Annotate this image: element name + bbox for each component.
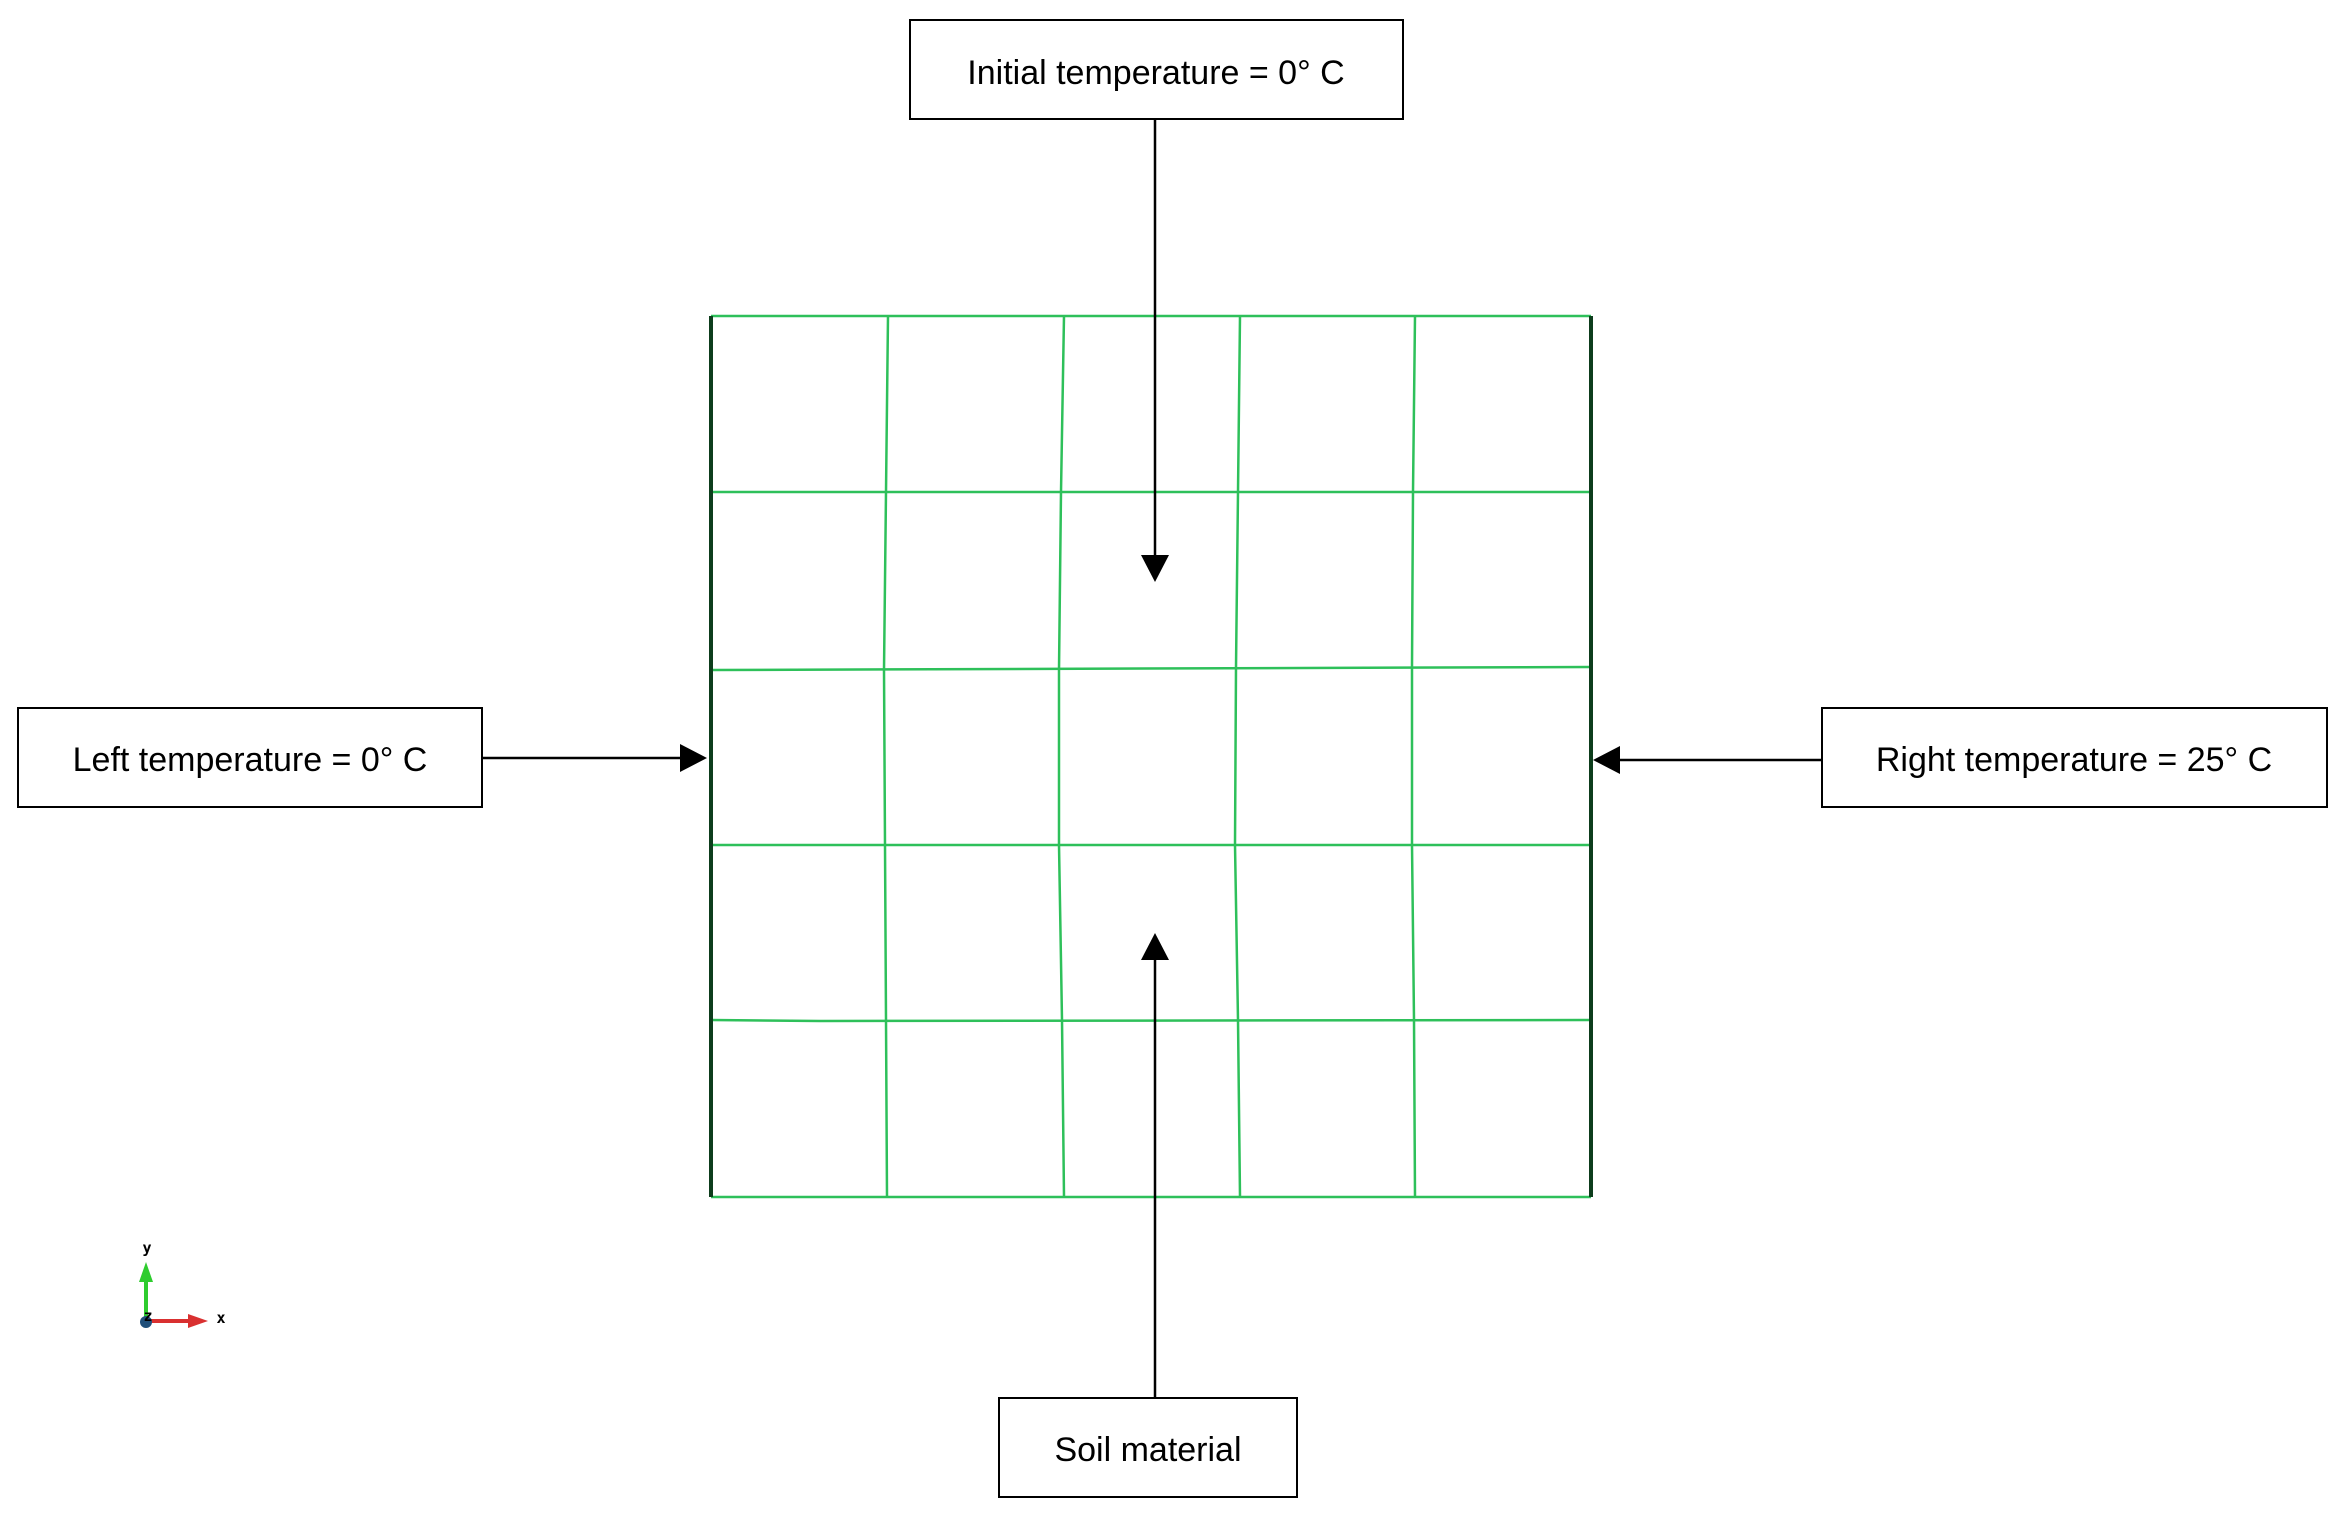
left-temperature-label: Left temperature = 0° C: [73, 741, 428, 779]
right-temperature-label: Right temperature = 25° C: [1876, 741, 2272, 779]
left-temperature-box: [17, 707, 483, 808]
soil-mesh: [709, 314, 1593, 1199]
soil-material-callout: Soil material: [998, 933, 1298, 1498]
mesh-line-v1: [882, 315, 890, 1198]
initial-temperature-box: [909, 19, 1404, 120]
left-temperature-callout: Left temperature = 0° C: [17, 707, 707, 808]
soil-material-arrowhead: [1141, 933, 1169, 960]
z-axis-label: z: [143, 1307, 152, 1325]
mesh-line-v2: [1057, 315, 1066, 1198]
y-axis-label: y: [142, 1239, 151, 1257]
y-axis-arrowhead: [139, 1262, 153, 1282]
right-temperature-arrowhead: [1593, 746, 1620, 774]
initial-temperature-callout: Initial temperature = 0° C: [909, 19, 1404, 582]
soil-material-label: Soil material: [1054, 1431, 1241, 1469]
x-axis-label: x: [216, 1309, 225, 1327]
initial-temperature-label: Initial temperature = 0° C: [967, 54, 1344, 92]
left-temperature-arrowhead: [680, 744, 707, 772]
soil-material-box: [998, 1397, 1298, 1498]
mesh-line-h4: [710, 1018, 1592, 1023]
right-temperature-callout: Right temperature = 25° C: [1593, 707, 2328, 808]
axis-triad: y x z: [139, 1239, 226, 1328]
mesh-line-h2: [710, 665, 1592, 672]
right-temperature-box: [1821, 707, 2328, 808]
mesh-line-v4: [1410, 315, 1417, 1198]
x-axis-arrowhead: [188, 1314, 208, 1328]
mesh-line-v3: [1233, 315, 1242, 1198]
initial-temperature-arrowhead: [1141, 555, 1169, 582]
z-axis-marker: [140, 1316, 152, 1328]
